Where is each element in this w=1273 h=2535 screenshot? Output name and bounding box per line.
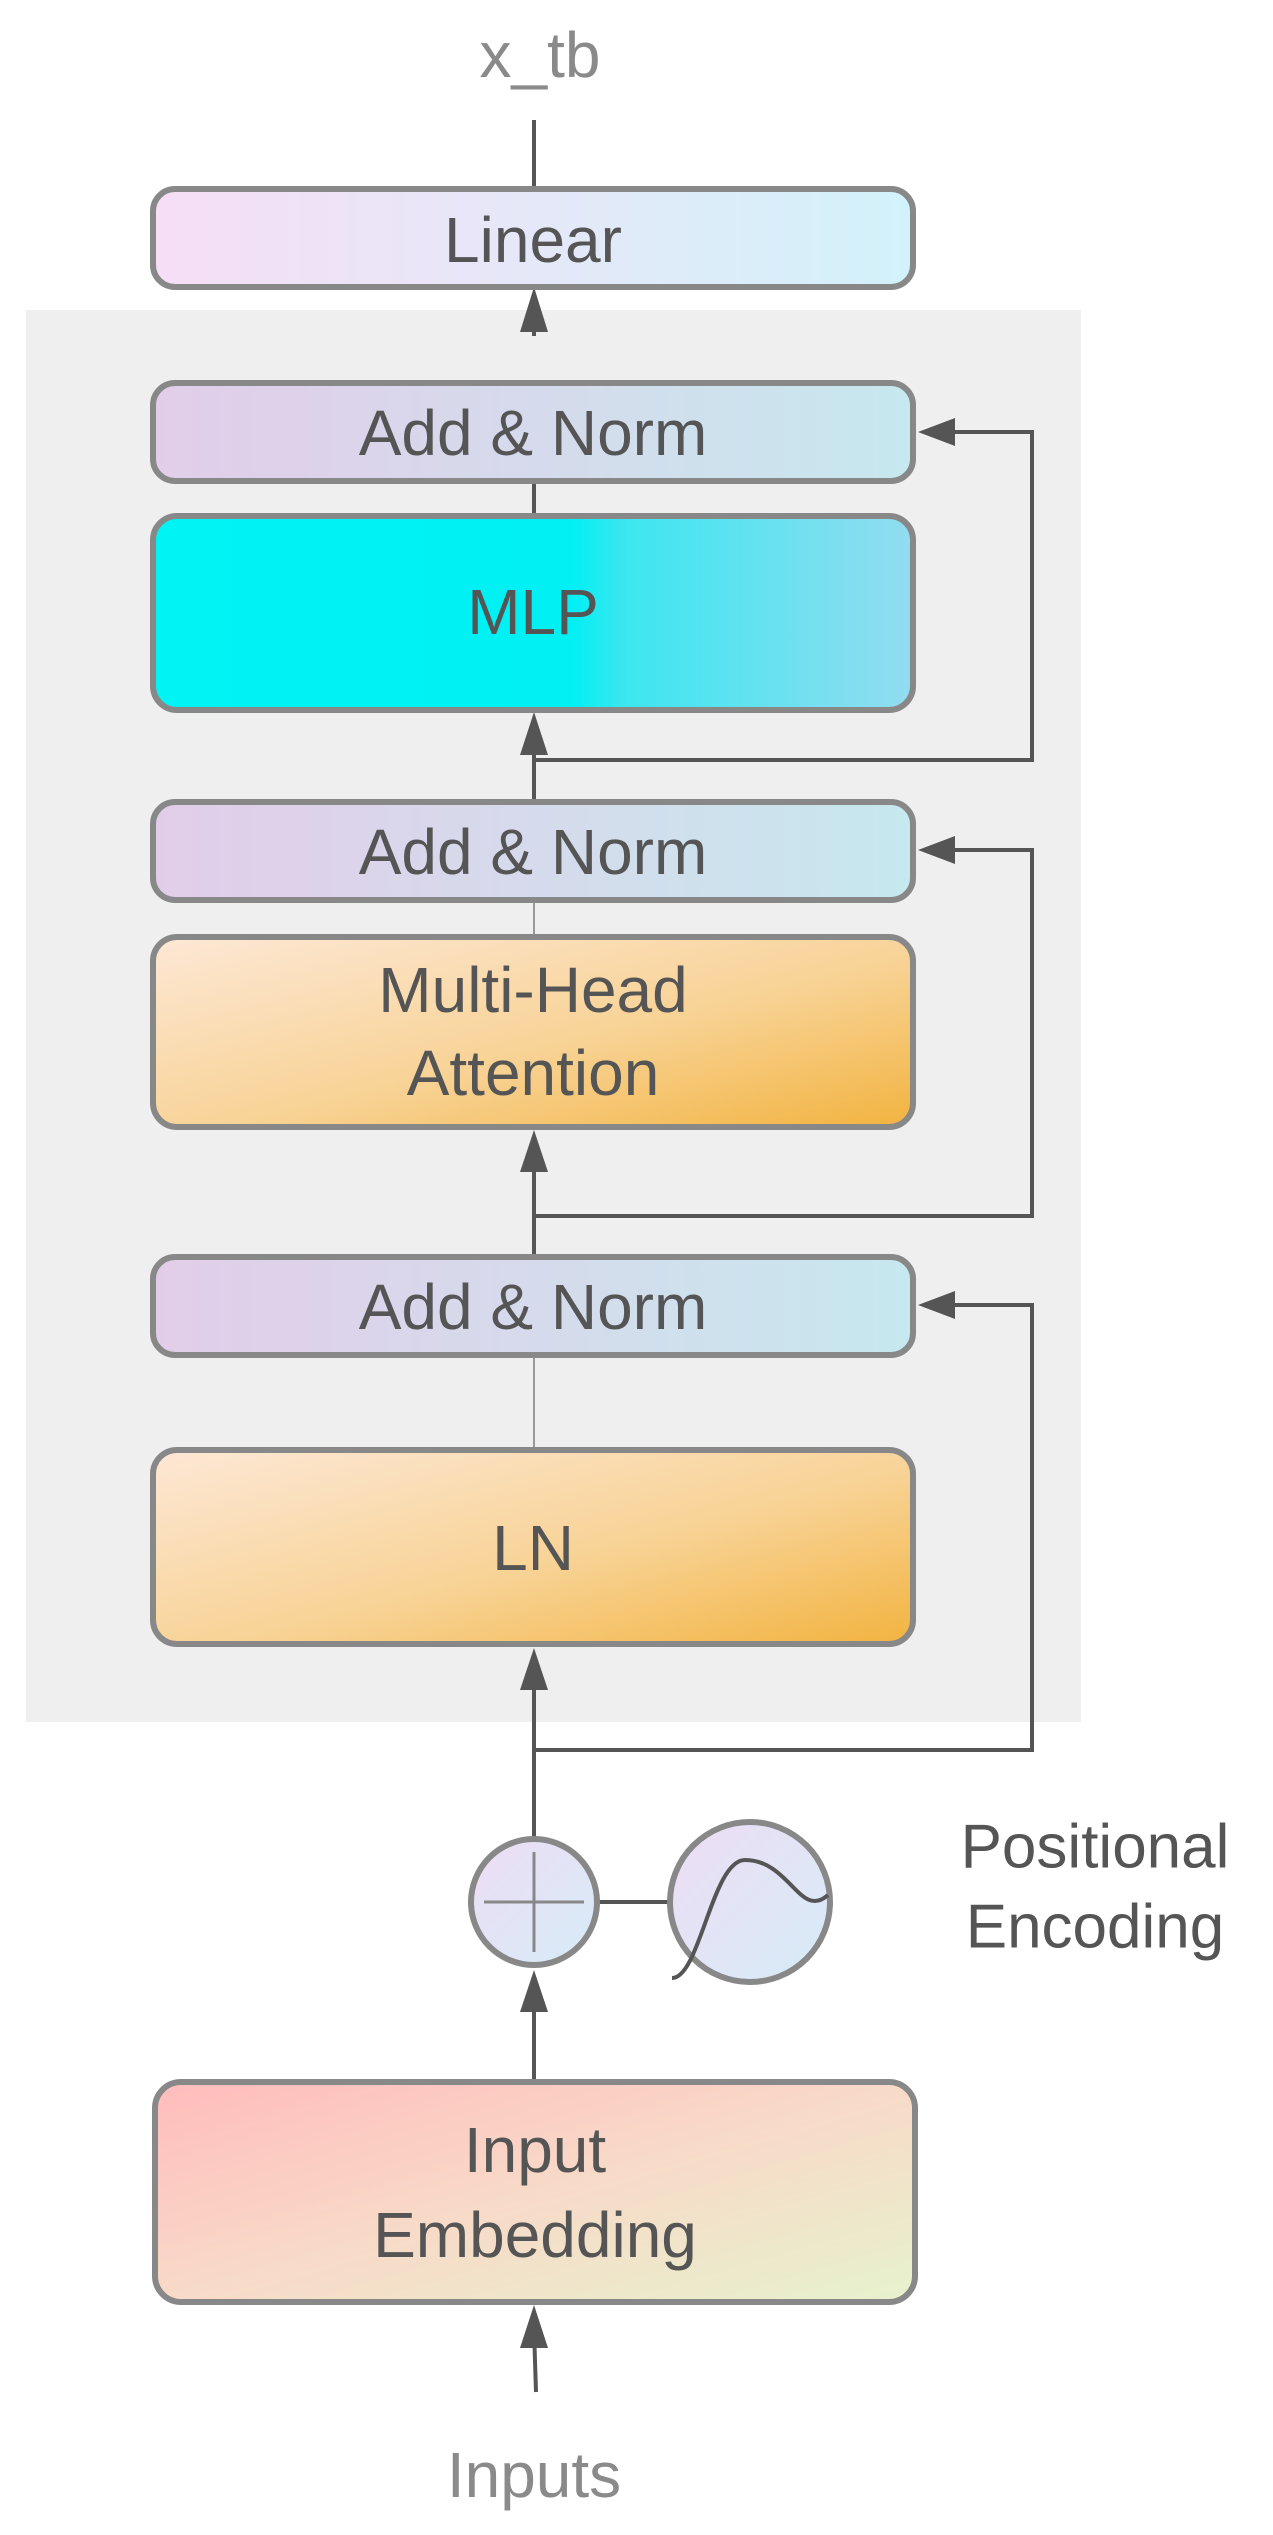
positional-encoding-label-line1: Positional — [961, 1813, 1230, 1882]
attention-label-line1: Multi-Head — [378, 954, 687, 1026]
linear-label: Linear — [444, 204, 622, 276]
add-norm-top-label: Add & Norm — [359, 397, 708, 469]
multi-head-attention-block: Multi-Head Attention — [150, 934, 916, 1130]
inputs-label: Inputs — [447, 2439, 621, 2511]
output-label: x_tb — [480, 19, 601, 91]
add-norm-block-middle: Add & Norm — [150, 799, 916, 903]
embedding-label-line1: Input — [464, 2114, 607, 2186]
ln-block: LN — [150, 1447, 916, 1647]
sine-wave-icon — [667, 1819, 833, 1985]
add-norm-block-bottom: Add & Norm — [150, 1254, 916, 1358]
arrowhead-to-linear — [520, 287, 548, 332]
attention-label-line2: Attention — [407, 1037, 660, 1109]
mlp-label: MLP — [467, 576, 599, 648]
residual-arrowhead-bottom — [918, 1291, 955, 1319]
residual-connection-middle — [534, 848, 1034, 1218]
add-norm-middle-label: Add & Norm — [359, 816, 708, 888]
arrowhead-to-mlp — [520, 712, 548, 755]
residual-connection-bottom — [534, 1303, 1034, 1752]
add-norm-bottom-label: Add & Norm — [359, 1271, 708, 1343]
residual-arrowhead-middle — [918, 836, 955, 864]
mlp-block: MLP — [150, 513, 916, 713]
embedding-label-line2: Embedding — [373, 2199, 697, 2271]
input-embedding-block: Input Embedding — [152, 2079, 918, 2305]
residual-arrowhead-top — [918, 418, 955, 446]
ln-label: LN — [492, 1512, 574, 1584]
arrowhead-to-embedding — [520, 2305, 548, 2348]
linear-block: Linear — [150, 186, 916, 290]
add-norm-block-top: Add & Norm — [150, 380, 916, 484]
residual-connection-top — [534, 430, 1034, 762]
addition-node — [468, 1836, 600, 1968]
positional-encoding-node — [667, 1819, 833, 1985]
arrowhead-to-ln — [520, 1648, 548, 1690]
arrowhead-to-attention — [520, 1130, 548, 1172]
positional-encoding-label-line2: Encoding — [966, 1893, 1225, 1962]
arrowhead-to-plus — [520, 1970, 548, 2012]
